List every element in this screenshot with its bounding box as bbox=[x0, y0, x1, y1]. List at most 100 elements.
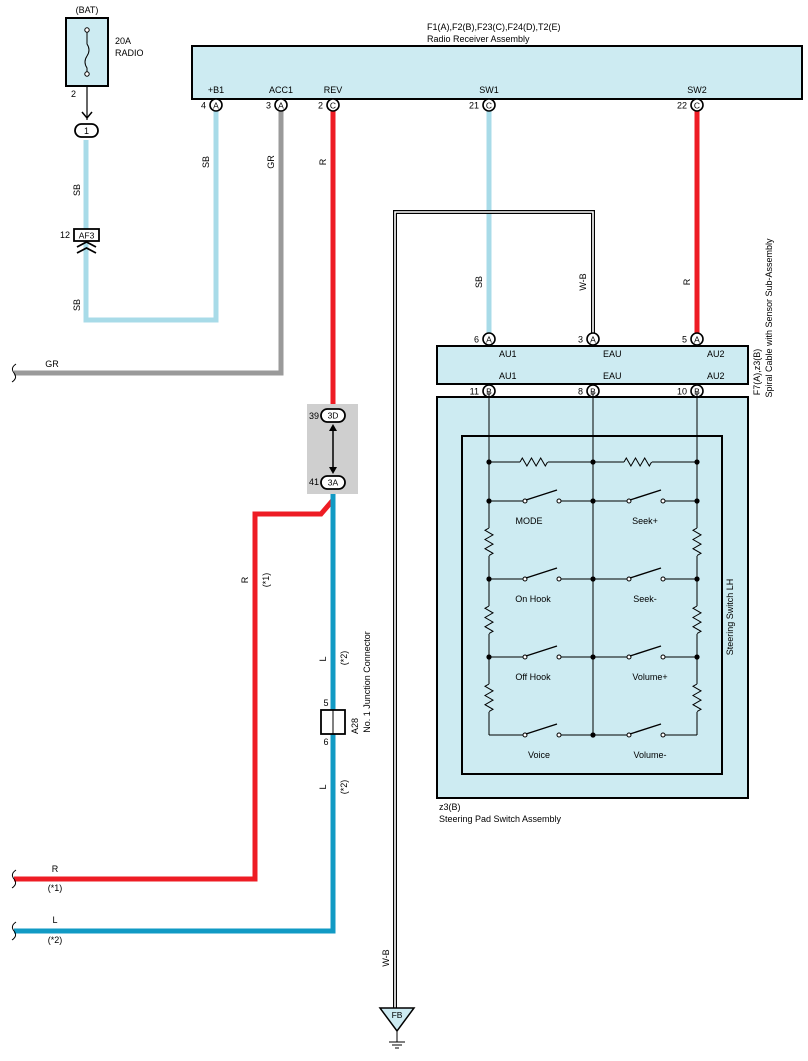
junction-bottom-pin: 41 bbox=[309, 477, 319, 487]
spiral-codes: F7(A),z3(B) bbox=[752, 349, 762, 396]
spiral-bottom-pin-conn: B bbox=[590, 387, 596, 397]
fuse-pin-label: 2 bbox=[71, 89, 76, 99]
junction-conn-bottom bbox=[320, 475, 346, 490]
wire-wb-ground-inner bbox=[394, 211, 594, 1008]
wire-label-r-sw2: R bbox=[682, 278, 692, 285]
node-dot bbox=[694, 576, 700, 582]
node-dot bbox=[486, 576, 492, 582]
a28-pin-top: 5 bbox=[323, 698, 328, 708]
radio-pin-conn: A bbox=[213, 101, 219, 111]
radio-pin-number: 22 bbox=[677, 101, 687, 111]
wire-end-l bbox=[11, 921, 17, 941]
wire-label-l-mid-2-note: (*2) bbox=[339, 780, 349, 795]
switch-contact bbox=[660, 732, 666, 738]
wire-label-l-mid-1: L bbox=[318, 656, 328, 661]
node-dot bbox=[590, 732, 596, 738]
a28-code: A28 bbox=[350, 718, 360, 734]
switch-contact bbox=[556, 498, 562, 504]
switch-label-mode: MODE bbox=[516, 516, 543, 526]
switch-blade bbox=[525, 645, 558, 657]
spiral-top-pin-number: 3 bbox=[578, 335, 583, 345]
node-dot bbox=[590, 654, 596, 660]
spiral-top-pin-label: AU2 bbox=[707, 349, 725, 359]
fuse-terminal-top bbox=[84, 27, 90, 33]
wire-label-sb-left-2: SB bbox=[72, 299, 82, 311]
switch-blade bbox=[629, 489, 662, 501]
wire-label-sb-left-1: SB bbox=[72, 184, 82, 196]
spiral-top-pin-label: EAU bbox=[603, 349, 622, 359]
radio-pin-conn: C bbox=[330, 101, 336, 111]
junction-bridge-arrow-down bbox=[329, 467, 337, 474]
wire-label-l-out-bottom-note: (*2) bbox=[48, 935, 63, 945]
spiral-top-pin-conn: A bbox=[486, 335, 492, 345]
switch-contact bbox=[556, 654, 562, 660]
junction-top-pin: 39 bbox=[309, 411, 319, 421]
switch-contact bbox=[660, 654, 666, 660]
switch-network bbox=[483, 392, 703, 738]
switch-contact bbox=[660, 498, 666, 504]
connector-af3-chevrons bbox=[76, 240, 97, 254]
switch-blade bbox=[629, 645, 662, 657]
wire-end-r bbox=[11, 869, 17, 889]
junction-bridge-arrow-up bbox=[329, 424, 337, 431]
switch-contact bbox=[556, 576, 562, 582]
radio-pin-terminal bbox=[482, 98, 496, 112]
spiral-bottom-pin-label: AU1 bbox=[499, 371, 517, 381]
radio-pin-conn: C bbox=[694, 101, 700, 111]
radio-codes: F1(A),F2(B),F23(C),F24(D),T2(E) bbox=[427, 22, 561, 32]
radio-pin-terminal bbox=[326, 98, 340, 112]
radio-pin-conn: C bbox=[486, 101, 492, 111]
spiral-bottom-pin-label: EAU bbox=[603, 371, 622, 381]
radio-pin-number: 2 bbox=[318, 101, 323, 111]
radio-name: Radio Receiver Assembly bbox=[427, 34, 530, 44]
spiral-bottom-pin-conn: B bbox=[694, 387, 700, 397]
junction-conn-bottom-label: 3A bbox=[328, 478, 339, 488]
connector-1 bbox=[74, 123, 99, 138]
node-dot bbox=[694, 498, 700, 504]
node-dot bbox=[486, 498, 492, 504]
wire-label-gr-out: GR bbox=[45, 359, 59, 369]
switch-label-off-hook: Off Hook bbox=[515, 672, 551, 682]
spiral-name: Spiral Cable with Sensor Sub-Assembly bbox=[764, 238, 774, 398]
spiral-bottom-pin-number: 11 bbox=[470, 387, 479, 397]
wire-label-r-out-left: R bbox=[240, 576, 250, 583]
wire-label-gr-acc1: GR bbox=[266, 155, 276, 169]
junction-conn-top-label: 3D bbox=[328, 411, 339, 421]
node-dot bbox=[590, 576, 596, 582]
wire-label-l-out-bottom: L bbox=[52, 915, 57, 925]
connector-1-label: 1 bbox=[84, 126, 89, 136]
switch-label-volume-minus: Volume- bbox=[633, 750, 666, 760]
switch-contact bbox=[660, 576, 666, 582]
wire-gr-acc1 bbox=[14, 110, 284, 376]
spiral-top-pin-label: AU1 bbox=[499, 349, 517, 359]
wire-r-output bbox=[14, 488, 336, 882]
node-dot bbox=[590, 498, 596, 504]
spiral-top-pin-terminal bbox=[690, 332, 704, 346]
steering-switch-box bbox=[461, 435, 723, 775]
fuse-terminal-bottom bbox=[84, 71, 90, 77]
radio-pin-number: 21 bbox=[469, 101, 479, 111]
spiral-bottom-pin-conn: B bbox=[486, 387, 492, 397]
wire-label-r-out-left-note: (*1) bbox=[261, 573, 271, 588]
wire-label-wb-mid: W-B bbox=[578, 273, 588, 290]
switch-label-on-hook: On Hook bbox=[515, 594, 551, 604]
wire-label-sb-sw1: SB bbox=[474, 276, 484, 288]
switch-blade bbox=[629, 723, 662, 735]
spiral-cable-box bbox=[436, 345, 749, 385]
radio-pin-label: SW1 bbox=[479, 85, 499, 95]
a28-pin-bottom: 6 bbox=[323, 737, 328, 747]
connector-af3-label: AF3 bbox=[79, 231, 95, 241]
switch-label-voice: Voice bbox=[528, 750, 550, 760]
radio-pin-number: 3 bbox=[266, 101, 271, 111]
wire-end-gr bbox=[11, 363, 17, 383]
wire-label-l-mid-1-note: (*2) bbox=[339, 651, 349, 666]
spiral-bottom-pin-number: 10 bbox=[677, 387, 687, 397]
wire-label-l-mid-2: L bbox=[318, 784, 328, 789]
spiral-top-pin-number: 6 bbox=[474, 335, 479, 345]
wire-sb-b1 bbox=[83, 110, 219, 323]
junction-conn-top bbox=[320, 408, 346, 423]
node-dot bbox=[486, 654, 492, 660]
